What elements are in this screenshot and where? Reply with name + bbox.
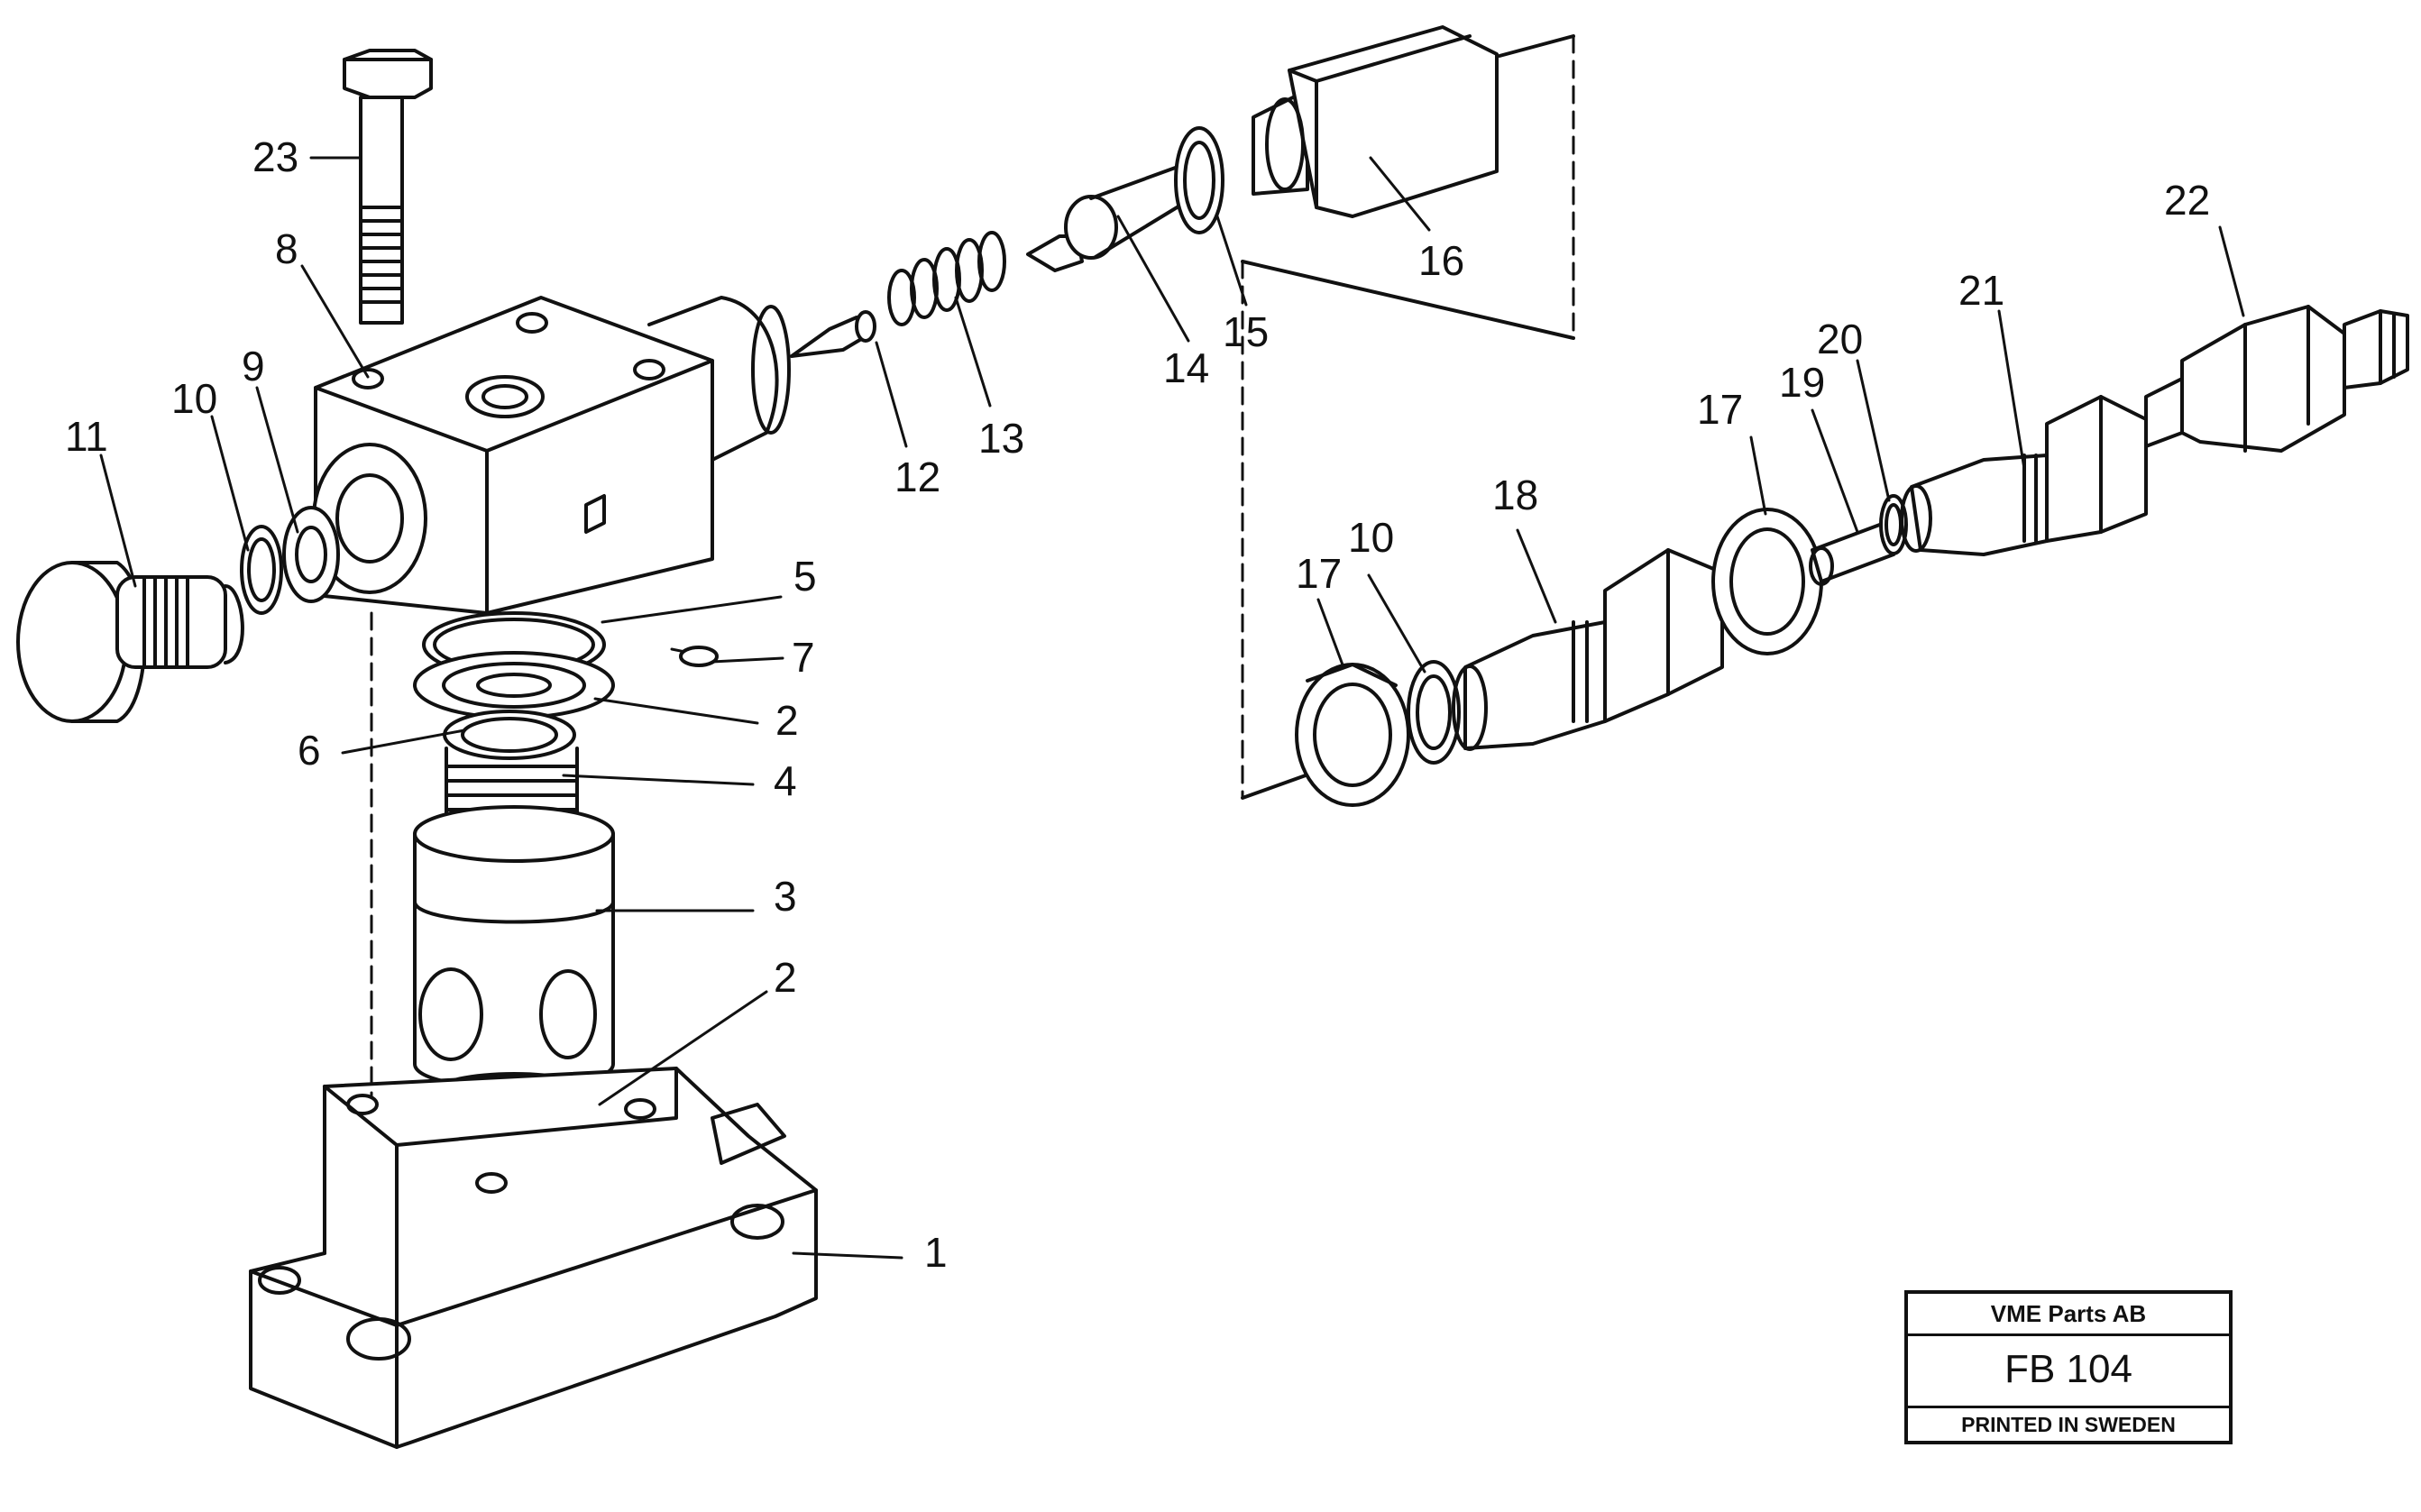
title-block-company: VME Parts AB xyxy=(1908,1294,2229,1336)
part-2-backup-ring-upper xyxy=(413,651,615,719)
callout-3: 3 xyxy=(774,873,797,920)
part-16-nut xyxy=(1252,25,1499,218)
callout-21: 21 xyxy=(1958,267,2004,314)
part-10-washer xyxy=(240,525,283,615)
part-21-fitting xyxy=(1900,395,2148,556)
callout-16: 16 xyxy=(1418,237,1464,284)
title-block-printed: PRINTED IN SWEDEN xyxy=(1961,1413,2176,1436)
callout-22: 22 xyxy=(2164,177,2210,224)
callout-2-upper: 2 xyxy=(775,697,799,744)
callout-17-front: 17 xyxy=(1296,550,1342,597)
part-7-washer xyxy=(679,646,719,667)
callout-7: 7 xyxy=(792,634,815,681)
callout-8: 8 xyxy=(275,225,298,272)
part-1-body xyxy=(249,1067,818,1449)
callout-23: 23 xyxy=(252,133,298,180)
title-block: VME Parts AB FB 104 PRINTED IN SWEDEN xyxy=(1904,1290,2233,1444)
callout-2-lower: 2 xyxy=(774,954,797,1001)
part-10-washer-right xyxy=(1407,660,1461,765)
callout-20: 20 xyxy=(1817,316,1863,362)
part-18-connector xyxy=(1452,548,1724,751)
part-9-seal xyxy=(282,506,340,603)
part-15-washer xyxy=(1174,126,1224,234)
part-17-nut-front xyxy=(1295,663,1410,807)
callout-17-rear: 17 xyxy=(1697,386,1743,433)
part-14-pin xyxy=(1026,160,1201,272)
callout-19: 19 xyxy=(1779,359,1825,406)
callout-4: 4 xyxy=(774,757,797,804)
part-6-ring xyxy=(443,710,576,760)
callout-11: 11 xyxy=(65,413,108,460)
title-block-code: FB 104 xyxy=(1908,1333,2229,1408)
callout-labels: 23 8 9 10 11 12 13 14 15 16 5 7 2 6 4 3 … xyxy=(65,133,2210,1276)
callout-5: 5 xyxy=(793,553,817,600)
part-12-poppet xyxy=(790,310,876,358)
part-3-cartridge xyxy=(413,805,615,1090)
leader-lines xyxy=(99,156,2245,1260)
part-22-adapter xyxy=(2144,305,2409,453)
callout-18: 18 xyxy=(1492,472,1538,518)
part-11-plug xyxy=(16,561,244,723)
callout-14: 14 xyxy=(1163,344,1209,391)
callout-10-left: 10 xyxy=(171,375,217,422)
part-17-nut-rear xyxy=(1711,508,1823,655)
callout-15: 15 xyxy=(1223,308,1269,355)
bracket-lines xyxy=(1241,34,1575,800)
guide-lines xyxy=(370,34,1575,1097)
part-23-bolt xyxy=(343,49,433,325)
callout-6: 6 xyxy=(298,727,321,774)
callout-13: 13 xyxy=(978,415,1024,462)
callout-9: 9 xyxy=(242,343,265,389)
callout-1: 1 xyxy=(924,1229,948,1276)
part-13-spring xyxy=(887,231,1006,326)
callout-12: 12 xyxy=(894,454,940,500)
part-8-valve-block xyxy=(312,296,791,615)
callout-10-right: 10 xyxy=(1348,514,1394,561)
